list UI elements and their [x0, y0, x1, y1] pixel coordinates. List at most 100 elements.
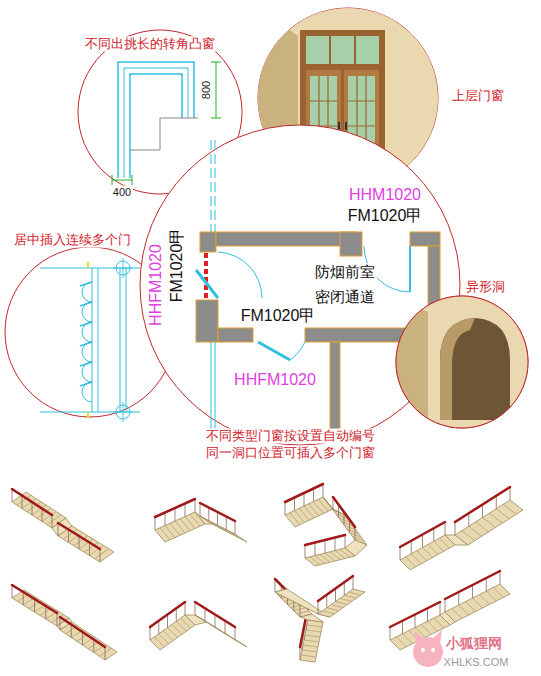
stair-model-part [185, 602, 186, 615]
arch-detail [396, 296, 528, 428]
stair-model-part [335, 538, 336, 551]
stair-model-part [331, 605, 343, 608]
stair-model-part [335, 589, 336, 602]
stair-model-part [390, 627, 391, 640]
stair-model-part [344, 595, 356, 598]
stair-model-part [458, 592, 459, 605]
stair-model-part [217, 512, 218, 525]
arch-detail-part [396, 296, 528, 428]
stair-model-part [493, 588, 503, 598]
stair-model-part [468, 513, 469, 526]
stair-model-part [344, 582, 345, 595]
stair-model-part [12, 590, 69, 626]
callout-note: 上层门窗 [450, 89, 506, 104]
plan-detail [140, 125, 460, 445]
stair-model-part [326, 595, 327, 608]
stair-model-part [167, 615, 168, 628]
stair-model-part [195, 602, 235, 627]
stair-model-part [225, 621, 226, 634]
stair-model-part [285, 497, 333, 527]
stair-model-part [60, 617, 61, 630]
stair-model-part [400, 522, 445, 547]
stair-model-part [297, 611, 309, 614]
plan-detail-part-part [410, 232, 440, 246]
stair-model-part [158, 621, 159, 634]
stair-model-part [68, 530, 69, 543]
left-detail-part [113, 258, 133, 422]
stair-model-part [305, 635, 320, 637]
door-code: FM1020甲 [239, 307, 318, 325]
room-name: 防烟前室 [313, 263, 377, 280]
stair-model-part [302, 650, 317, 652]
stair-model [275, 576, 365, 662]
callout-note: 异形洞 [464, 280, 507, 295]
stair-model-part [345, 535, 346, 548]
stair-model-part [226, 517, 227, 530]
door-code: FM1020甲 [168, 226, 186, 305]
arch-detail-part-part [396, 296, 528, 428]
stair-model-part [307, 625, 322, 627]
stair-model-part [486, 591, 496, 601]
stair-model-part [310, 557, 320, 565]
stair-model-part [58, 523, 100, 549]
plan-detail-part [204, 253, 208, 298]
stair-model-part [168, 628, 178, 638]
left-detail-part [87, 262, 89, 418]
stair-model-part [165, 513, 166, 526]
plan-detail-part [258, 342, 290, 360]
top-left-detail-part [112, 175, 132, 185]
upper-door-detail-part-part [306, 36, 379, 64]
stair-model-part [57, 613, 58, 626]
stair-model [12, 585, 117, 660]
upper-door-detail-part-part [330, 36, 355, 64]
plan-detail-part-part [200, 232, 216, 252]
stair-model-part [285, 502, 286, 515]
stair-model-part [510, 487, 511, 500]
stair-model-part [222, 527, 234, 535]
stair-model-part [305, 535, 345, 545]
stair-model-part [58, 526, 114, 562]
stair-model-part [333, 497, 355, 527]
door-code: FM1020甲 [346, 207, 425, 225]
stair-model-part [204, 518, 216, 526]
stair-model-part [89, 543, 90, 556]
stair-model-part [421, 624, 431, 634]
stair-model-part [445, 584, 510, 622]
stair-model-part [200, 503, 235, 521]
stair-model-part [455, 487, 510, 522]
plan-detail-part-part [330, 342, 340, 442]
stair-model-part [12, 585, 57, 613]
watermark-logo-part [414, 630, 424, 644]
callout-note: 不同出挑长的转角凸窗 [83, 37, 217, 52]
stair-model-part [402, 621, 403, 634]
stair-model-part [12, 585, 13, 598]
stair-model [12, 489, 114, 562]
stair-model-part [60, 617, 105, 647]
stair-model-part [176, 621, 186, 631]
stair-model-part [195, 499, 196, 512]
stair-model-part [230, 637, 242, 644]
stair-model-part [159, 634, 169, 644]
upper-door-detail-part-part [338, 122, 340, 130]
stair-model-part [469, 526, 482, 536]
stair-model-part [71, 625, 72, 638]
stair-model-part [52, 515, 53, 528]
stair-model-part [459, 605, 469, 615]
stair-model-part [445, 599, 446, 612]
stair-model-part [496, 509, 509, 519]
plan-detail-part [218, 252, 262, 298]
stair-model-part [34, 599, 35, 612]
stair-model-part [439, 538, 449, 548]
stair-model-part [235, 521, 236, 534]
stair-model-part [482, 505, 483, 518]
stair-model-part [301, 655, 316, 657]
stair-model-part [428, 621, 438, 631]
plan-detail-part [196, 232, 440, 442]
stair-model-part [304, 640, 319, 642]
stair-model-part [100, 549, 101, 562]
stair-model-part [300, 647, 301, 660]
stair-model-part [483, 518, 496, 528]
stair-model-part [400, 547, 401, 560]
stair-model-part [486, 578, 487, 591]
